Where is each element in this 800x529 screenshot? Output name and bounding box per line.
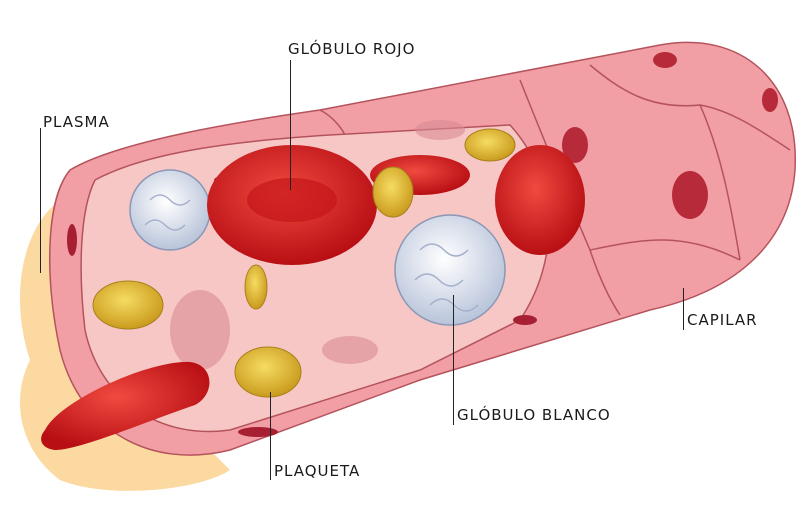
label-white-blood-cell: GLÓBULO BLANCO: [457, 406, 611, 424]
label-red-blood-cell: GLÓBULO ROJO: [288, 40, 416, 58]
endothelial-cell-borders: [319, 64, 791, 316]
platelet: [372, 166, 414, 218]
platelet: [92, 280, 164, 330]
plasma-leader-line: [40, 128, 41, 273]
white-cell-leader-line: [453, 295, 454, 425]
platelet: [244, 264, 268, 310]
red-blood-cells: [41, 145, 585, 450]
red-cell-leader-line: [290, 60, 291, 190]
label-capillary: CAPILAR: [687, 311, 758, 329]
red-blood-cell: [495, 145, 585, 255]
label-plasma: PLASMA: [43, 113, 110, 131]
lumen-shading: [170, 120, 465, 370]
platelet: [464, 128, 516, 162]
white-blood-cell: [129, 169, 506, 326]
label-platelet: PLAQUETA: [274, 462, 361, 480]
platelets: [92, 128, 516, 398]
platelet: [234, 346, 302, 398]
capillary-leader-line: [683, 288, 684, 330]
platelet-leader-line: [270, 392, 271, 480]
red-blood-cell: [41, 361, 210, 450]
cell-nuclei: [562, 52, 778, 219]
